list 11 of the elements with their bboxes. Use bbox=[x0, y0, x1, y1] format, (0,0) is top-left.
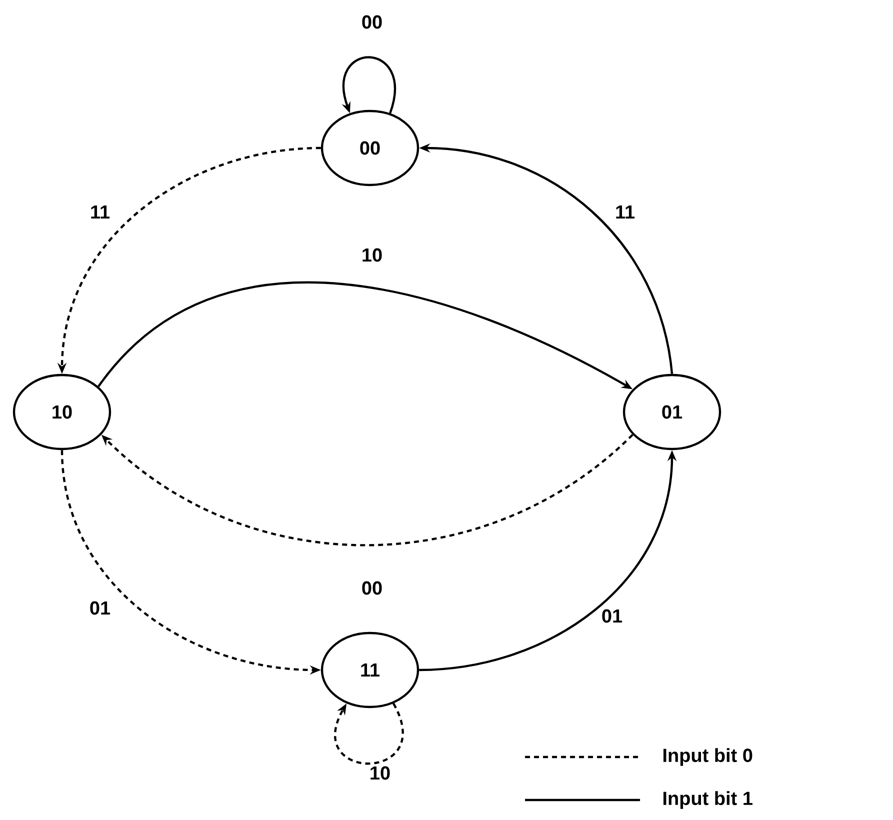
edge-label: 01 bbox=[600, 608, 624, 624]
edge-label: 00 bbox=[360, 580, 384, 596]
edge-label: 10 bbox=[360, 247, 384, 263]
edge-label: 11 bbox=[614, 204, 636, 220]
edge-label: 00 bbox=[360, 14, 384, 30]
edge-label: 11 bbox=[88, 204, 112, 220]
arrow bbox=[334, 703, 404, 765]
legend-text: Input bit 0 bbox=[663, 748, 752, 766]
edge-label: 01 bbox=[88, 600, 112, 616]
edge-label: 10 bbox=[368, 765, 392, 781]
legend-text: Input bit 1 bbox=[663, 791, 752, 809]
